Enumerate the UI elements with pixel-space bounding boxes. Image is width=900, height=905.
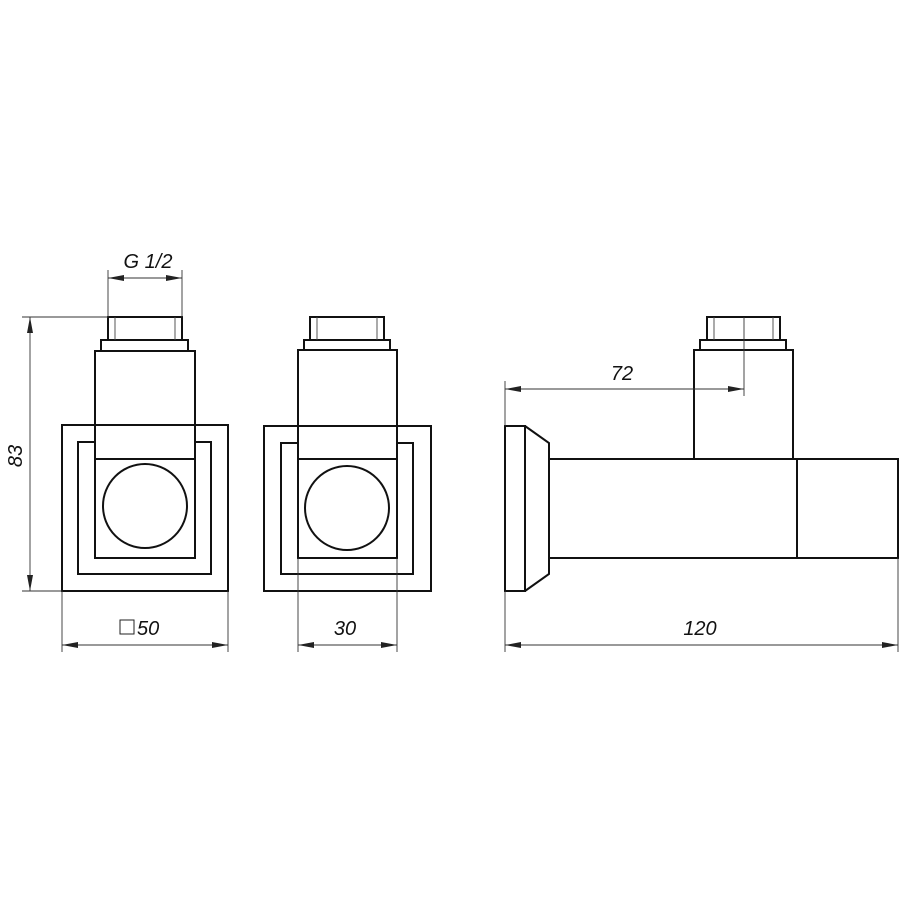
front-view: 83 G 1/2 50 bbox=[5, 251, 229, 652]
square-symbol-icon bbox=[119, 619, 135, 635]
side-riser bbox=[693, 349, 794, 459]
front-thread-nut bbox=[107, 316, 183, 341]
dimension-label-offset: 72 bbox=[611, 363, 633, 385]
side-flange-chamfer bbox=[524, 425, 550, 592]
front-valve-body bbox=[94, 350, 196, 559]
side-view: 72 120 bbox=[504, 316, 899, 652]
middle-view: 30 bbox=[263, 316, 432, 652]
side-collar bbox=[699, 339, 787, 351]
dimension-height-83: 83 bbox=[5, 316, 108, 592]
middle-inner-square-frame bbox=[280, 442, 414, 575]
dimension-label-square: 50 bbox=[137, 618, 159, 640]
front-collar bbox=[100, 339, 189, 352]
front-outer-square-plate bbox=[61, 424, 229, 592]
dimension-label-height: 83 bbox=[5, 445, 27, 467]
side-main-body bbox=[548, 458, 899, 559]
dimension-width-30: 30 bbox=[297, 558, 398, 652]
dimension-offset-72: 72 bbox=[504, 317, 745, 426]
dimension-label-length: 120 bbox=[683, 618, 716, 640]
dimension-length-120: 120 bbox=[504, 558, 899, 652]
side-thread-nut bbox=[706, 316, 781, 341]
dimension-label-width: 30 bbox=[334, 618, 356, 640]
middle-valve-body bbox=[297, 349, 398, 559]
middle-outer-square-plate bbox=[263, 425, 432, 592]
front-inner-square-frame bbox=[77, 441, 212, 575]
side-wall-flange bbox=[504, 425, 526, 592]
dimension-square-50: 50 bbox=[61, 591, 229, 652]
front-pipe-outlet-circle bbox=[102, 463, 188, 549]
dimension-thread-g12: G 1/2 bbox=[107, 251, 183, 317]
middle-collar bbox=[303, 339, 391, 351]
middle-thread-nut bbox=[309, 316, 385, 341]
middle-pipe-outlet-circle bbox=[304, 465, 390, 551]
dimension-label-thread: G 1/2 bbox=[124, 251, 173, 273]
